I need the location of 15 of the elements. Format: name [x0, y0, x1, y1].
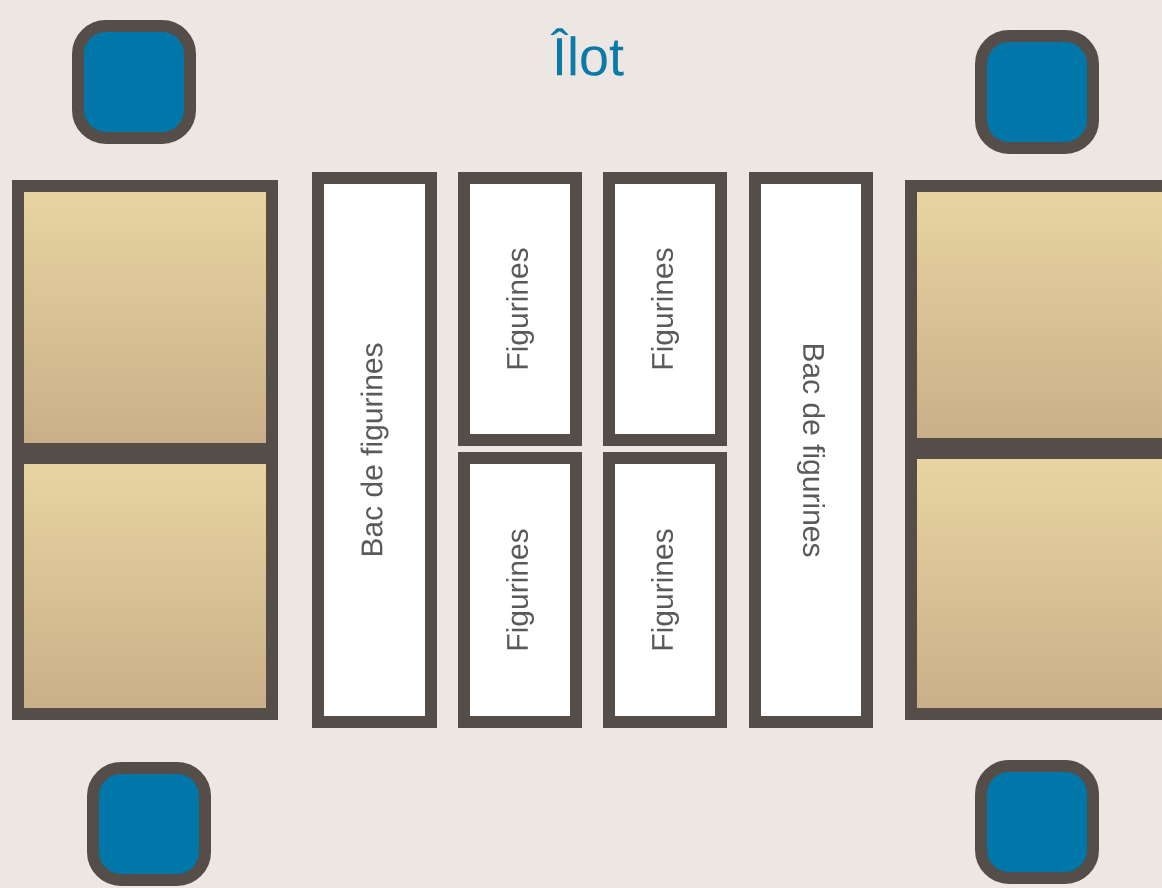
seat-icon [72, 20, 196, 144]
seat-icon [87, 762, 211, 886]
seat-icon [975, 760, 1099, 884]
seat-icon [975, 30, 1099, 154]
tray-box: Figurines [603, 172, 727, 446]
tray-box: Bac de figurines [749, 172, 873, 728]
table-top [905, 180, 1162, 450]
title: Îlot [550, 28, 624, 76]
table-top [905, 447, 1162, 720]
tray-box: Figurines [458, 172, 582, 446]
tray-box: Bac de figurines [312, 172, 437, 728]
table-top [12, 452, 278, 720]
table-top [12, 180, 278, 455]
tray-box: Figurines [458, 452, 582, 728]
tray-box: Figurines [603, 452, 727, 728]
